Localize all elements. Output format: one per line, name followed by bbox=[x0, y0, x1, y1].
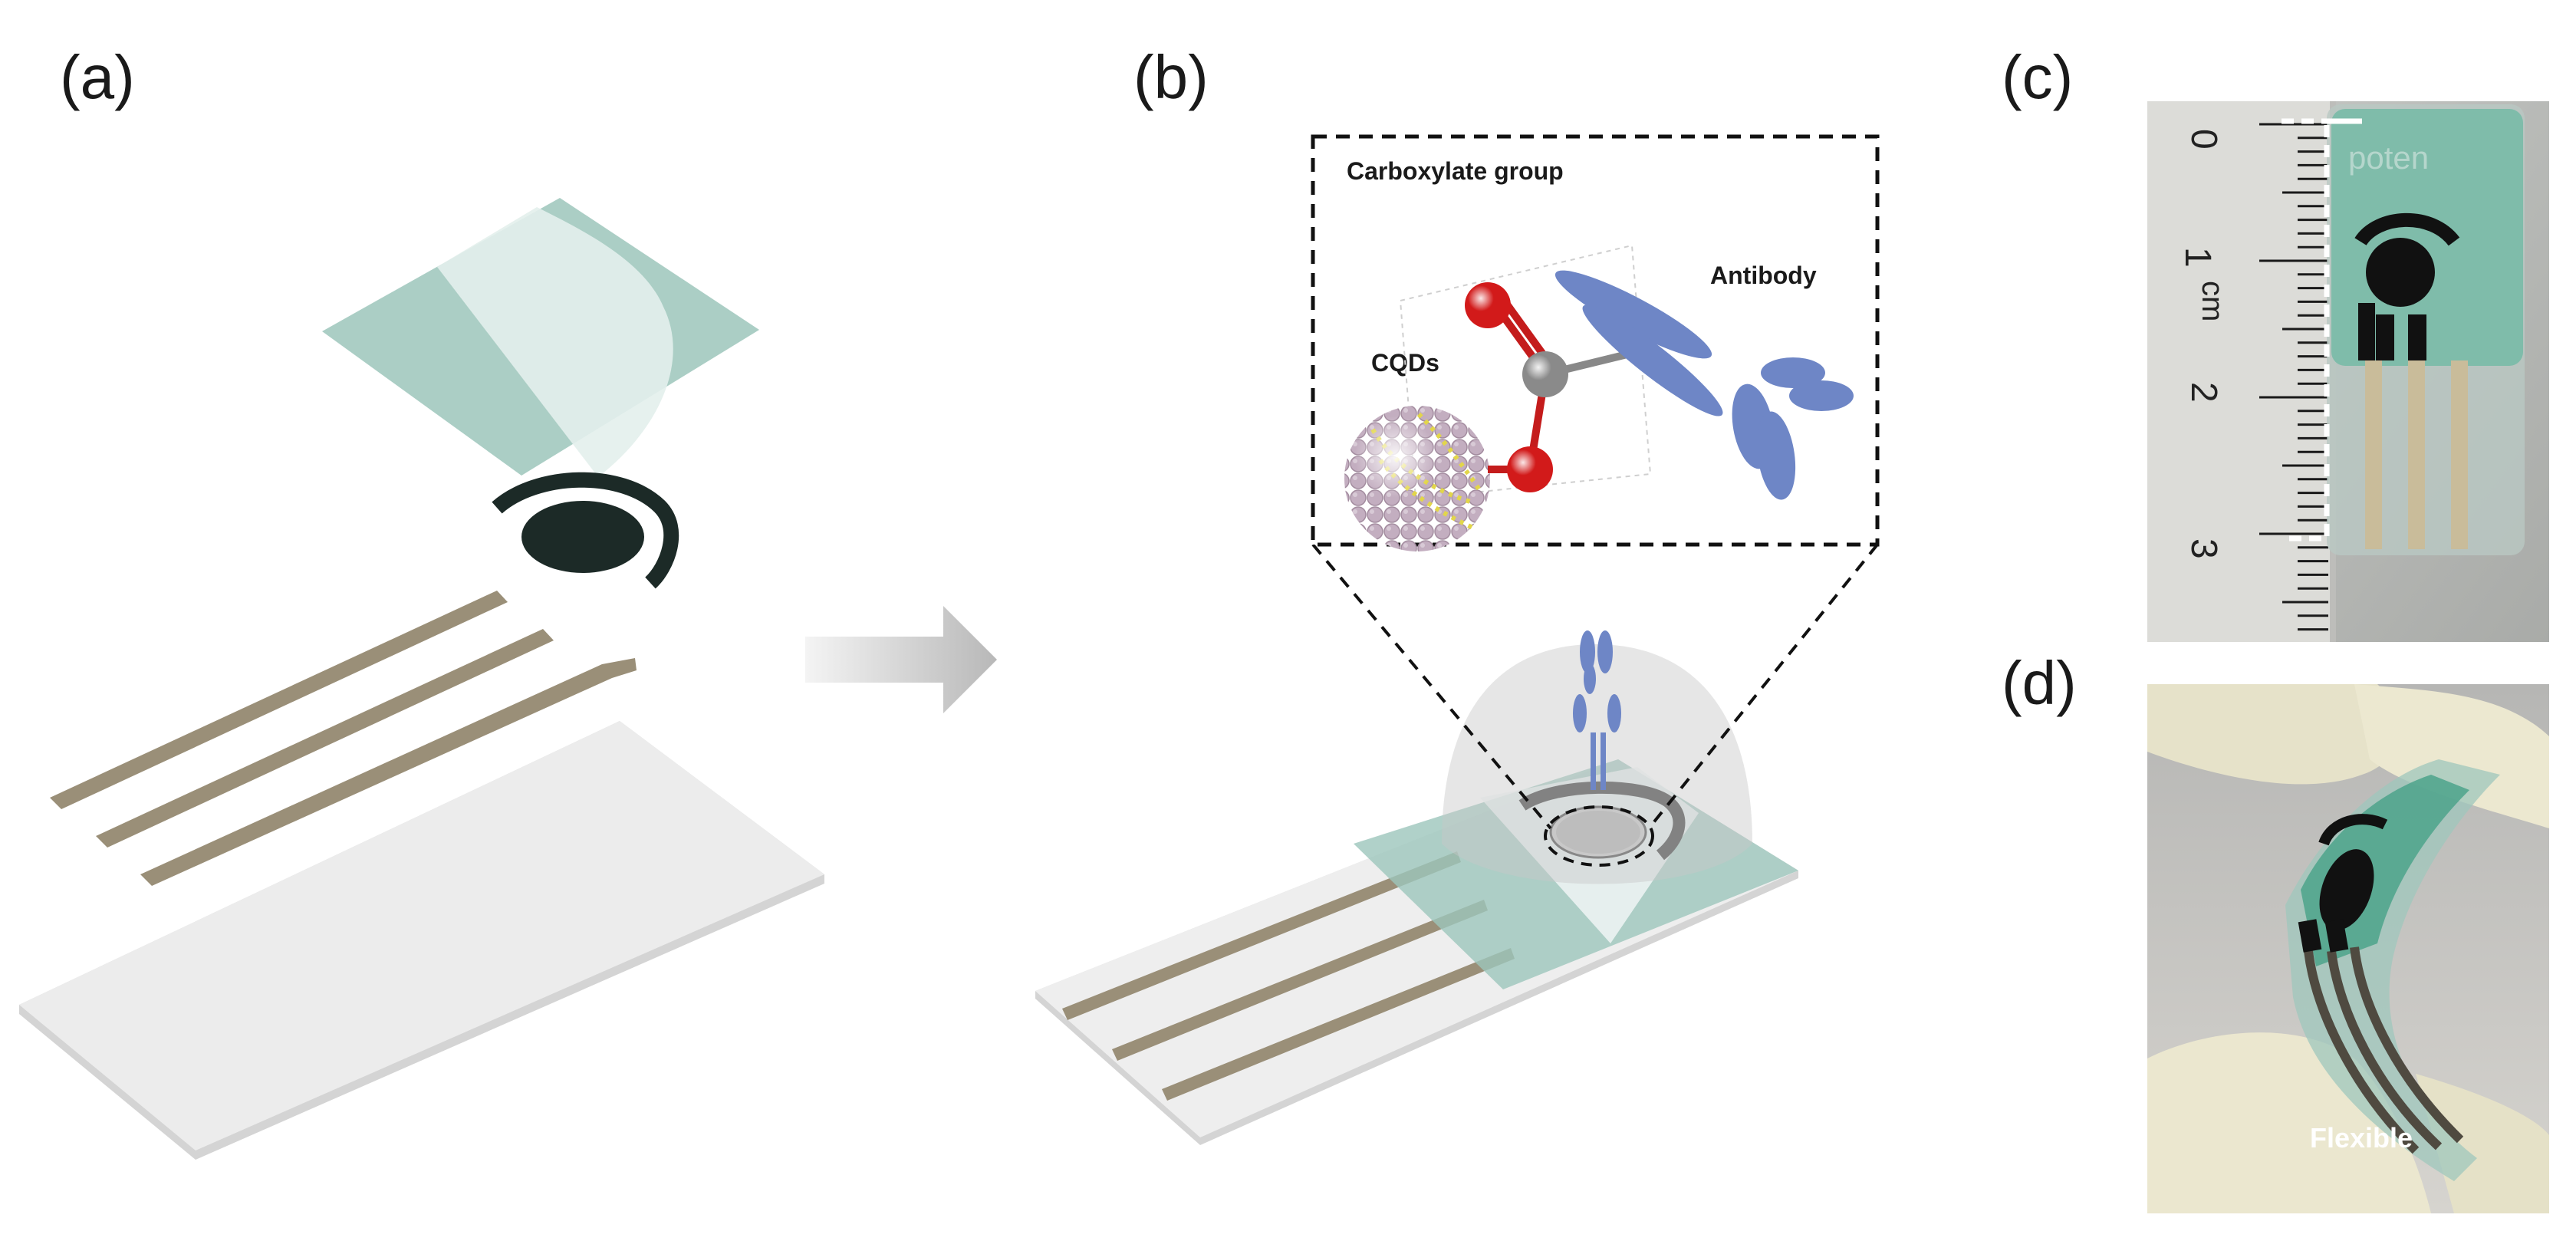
carboxylate-molecule bbox=[1465, 282, 1635, 492]
assembled-sensor bbox=[1035, 630, 1798, 1145]
cqd-sphere bbox=[1344, 406, 1490, 551]
panel-a-label: (a) bbox=[60, 43, 135, 111]
antibody-label: Antibody bbox=[1710, 262, 1817, 289]
ruler-ticks bbox=[2259, 123, 2328, 631]
ruler-number-3: 3 bbox=[2183, 538, 2224, 559]
panel-d-label: (d) bbox=[2002, 649, 2077, 717]
pet-substrate bbox=[19, 721, 824, 1160]
gloved-fingers bbox=[2147, 684, 2549, 1213]
panel-c: (c) 0 1 cm 2 3 poten bbox=[2002, 43, 2549, 642]
panel-a: (a) bbox=[19, 43, 824, 1160]
panel-b-label: (b) bbox=[1133, 43, 1209, 111]
encapsulation-film bbox=[322, 198, 759, 477]
silver-traces bbox=[50, 591, 637, 886]
zoom-lines bbox=[1311, 543, 1879, 830]
ruler-unit: cm bbox=[2196, 281, 2229, 321]
ruler: 0 1 cm 2 3 bbox=[2147, 101, 2336, 642]
droplet-antibodies bbox=[1573, 630, 1621, 790]
flexible-caption: Flexible bbox=[2310, 1122, 2413, 1154]
transition-arrow bbox=[805, 606, 997, 713]
molecular-inset: Carboxylate group Antibody CQDs bbox=[1311, 134, 1880, 551]
photo-sensor: poten bbox=[2282, 104, 2525, 555]
sensor-brand-text: poten bbox=[2348, 140, 2429, 176]
antibody-molecule bbox=[1554, 270, 1854, 500]
ruler-number-1: 1 bbox=[2177, 247, 2218, 268]
carbon-electrode bbox=[492, 472, 679, 589]
panel-c-label: (c) bbox=[2002, 43, 2073, 111]
ruler-number-0: 0 bbox=[2183, 129, 2224, 150]
panel-d: (d) Flexible bbox=[2002, 649, 2549, 1213]
carboxylate-label: Carboxylate group bbox=[1347, 157, 1564, 185]
bent-sensor bbox=[2285, 759, 2500, 1181]
panel-b: (b) bbox=[1035, 43, 1880, 1145]
ruler-number-2: 2 bbox=[2183, 382, 2224, 403]
